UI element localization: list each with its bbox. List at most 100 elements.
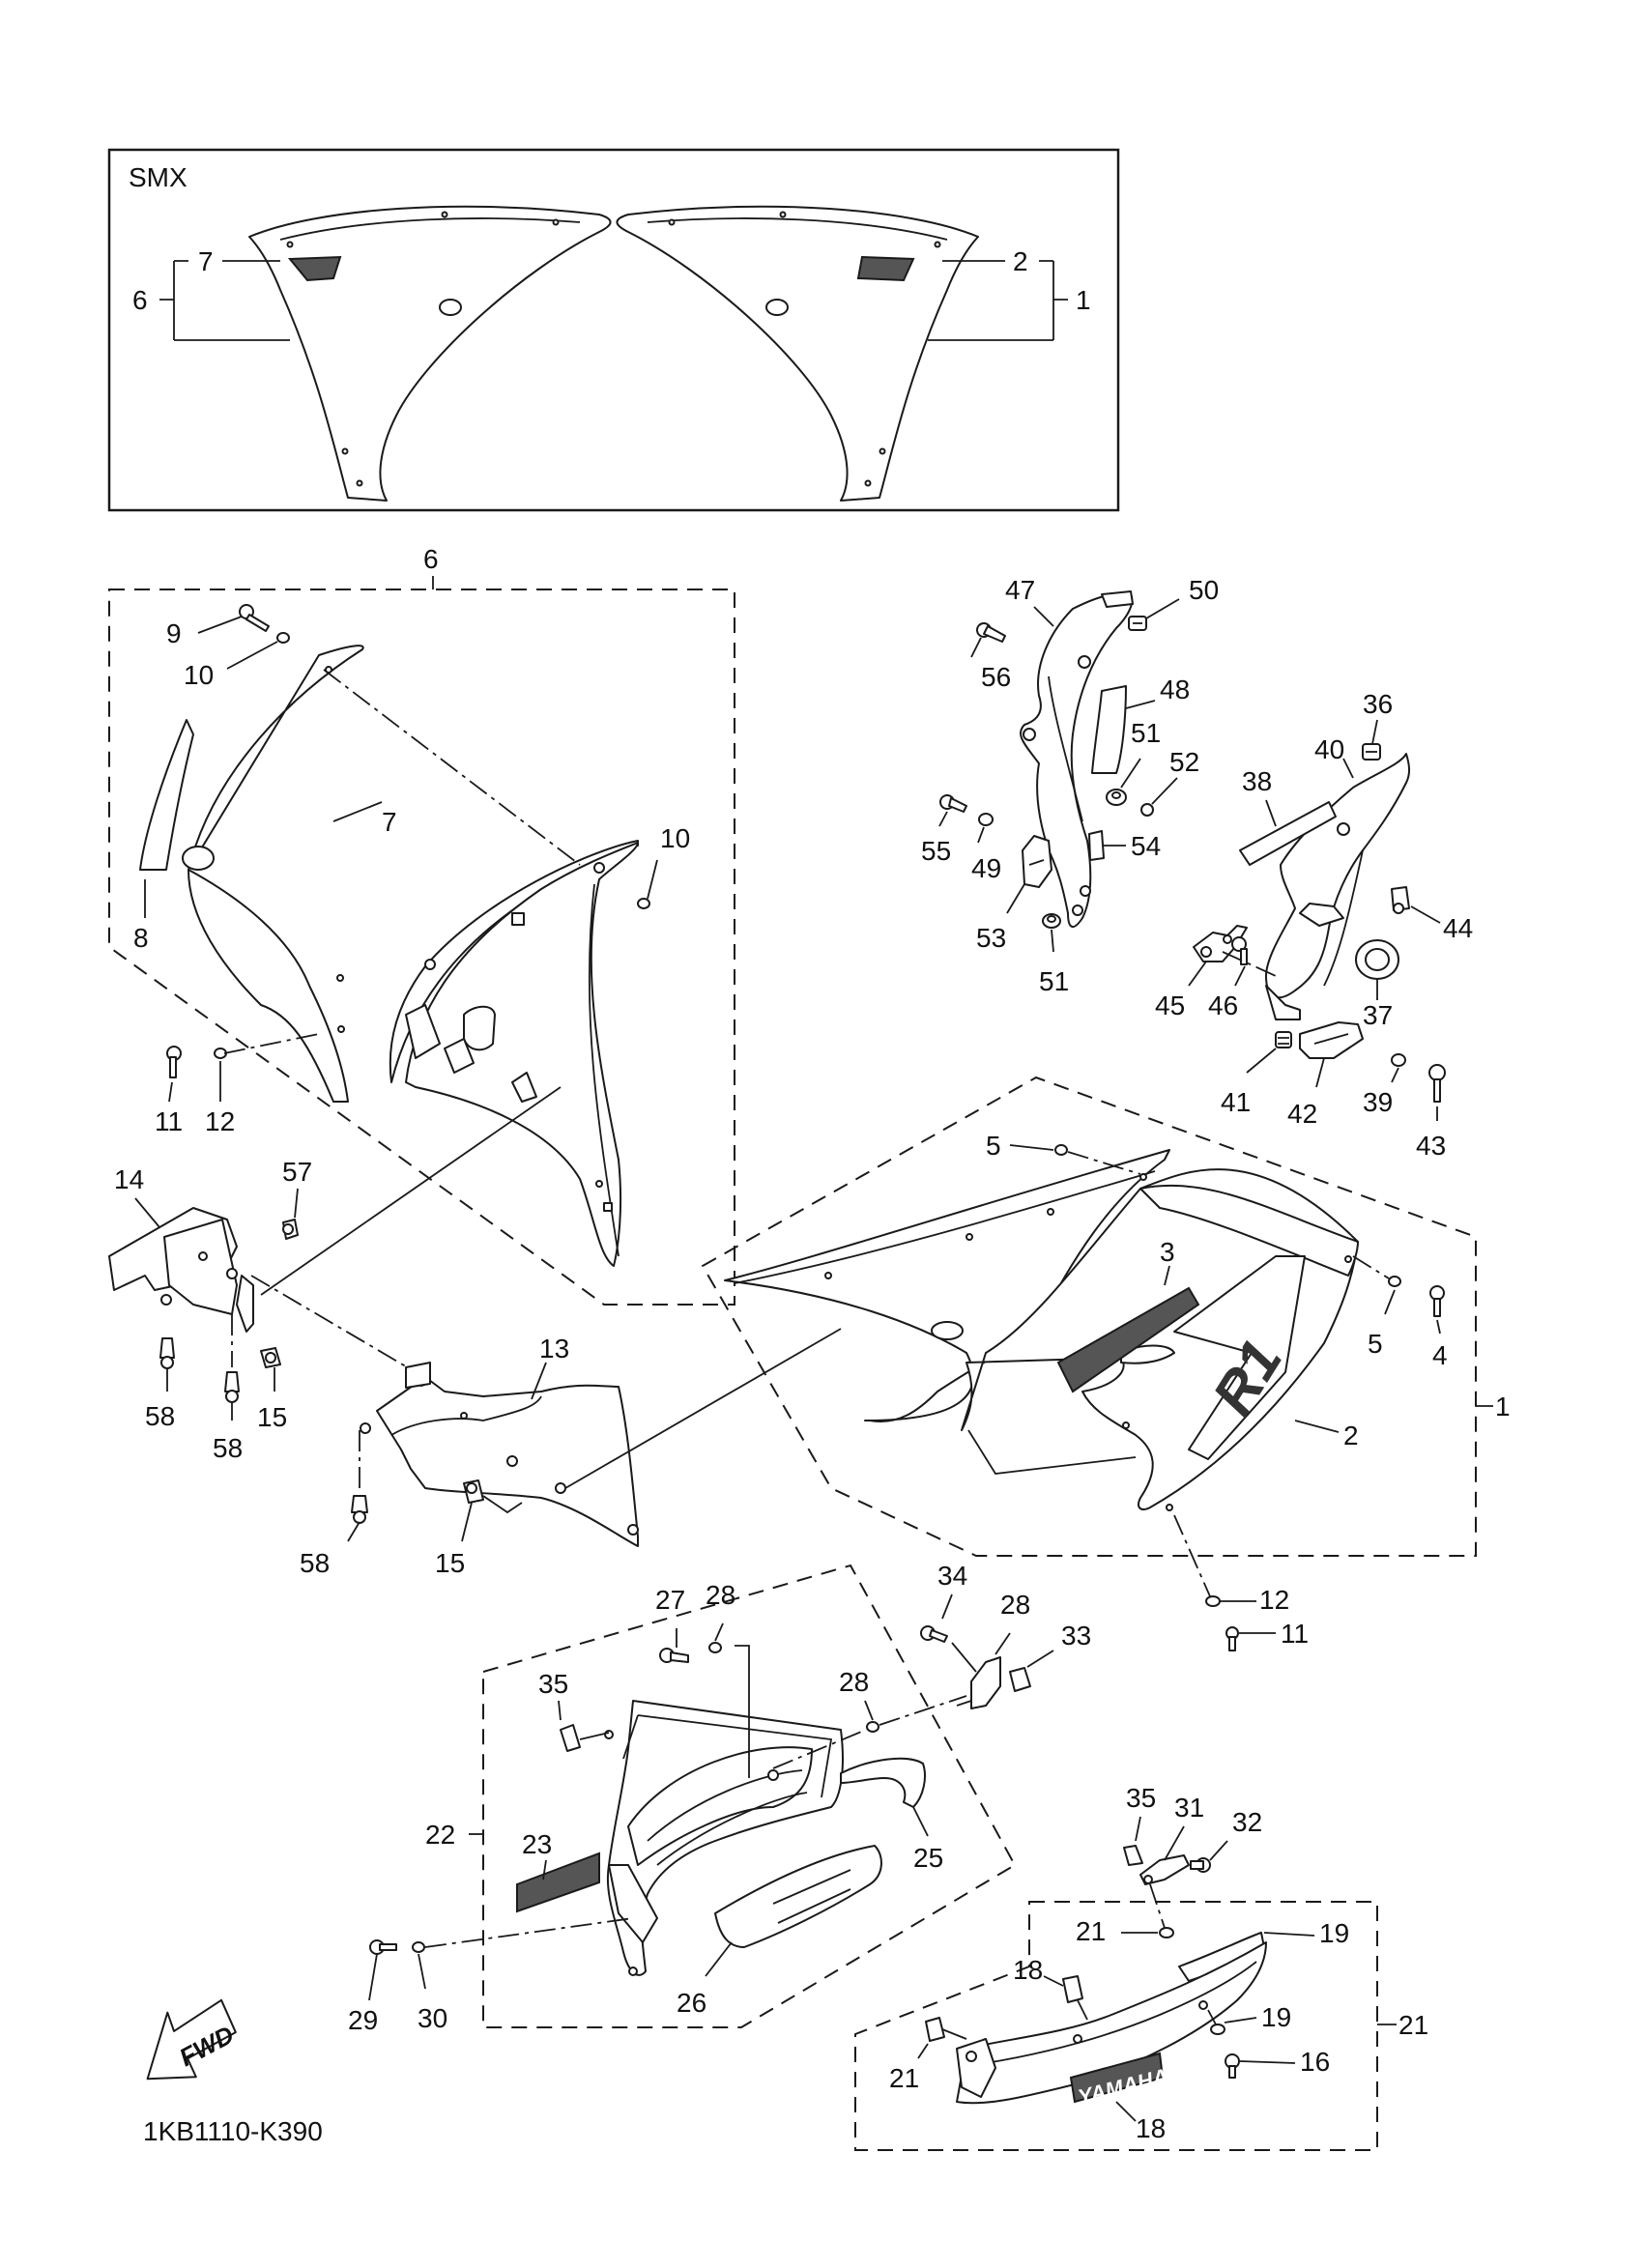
part-8-trim [139,719,194,871]
callout-46: 46 [1208,990,1238,1020]
part-51-grommet-a [1106,789,1127,806]
callout-22: 22 [425,1820,455,1850]
callout-41: 41 [1221,1087,1251,1117]
callout-25: 25 [913,1843,943,1873]
part-50-nut [1128,616,1147,631]
smx-inset-frame [107,148,1120,512]
part-36-stay [1265,753,1410,1020]
part-27-bolt [659,1648,689,1663]
part-11-screw-b [1225,1626,1239,1651]
callout-12: 12 [205,1106,235,1136]
part-34-bolt [920,1625,948,1643]
part-37-grommet [1355,939,1399,980]
part-28-washer-b [866,1721,879,1733]
inset-left-r1-decal [287,255,342,282]
callout-56: 56 [981,662,1011,692]
callout-42: 42 [1287,1099,1317,1129]
callout-1-group: 1 [1495,1392,1511,1421]
part-6-cowling-edge [389,840,639,1083]
part-5-washer-b [1388,1276,1401,1287]
part-42-clip [1299,1021,1364,1059]
group-22-boundary [482,1564,1017,2028]
callout-11-b: 11 [1281,1619,1309,1649]
callout-20: 16 [1300,2047,1330,2077]
part-12-washer-b [1205,1595,1221,1607]
callout-38: 38 [1242,766,1272,796]
callout-5-b: 5 [1368,1329,1383,1359]
callout-29: 29 [348,2005,378,2035]
part-3-decal [1056,1286,1200,1393]
part-9-screw [239,604,270,632]
drawing-code: 1KB1110-K390 [143,2116,323,2146]
callout-21-b: 19 [1261,2002,1291,2032]
callout-24: 35 [538,1669,568,1699]
callout-18-b: 21 [889,2063,919,2093]
callout-28-b: 28 [839,1667,869,1697]
callout-13: 13 [539,1334,569,1364]
part-39-collar [1391,1053,1406,1067]
part-48-pad [1091,685,1127,774]
callout-52: 52 [1169,747,1199,777]
callout-1: 1 [1076,285,1091,315]
part-58-rivet-c [351,1495,368,1524]
callout-40: 36 [1363,689,1393,719]
inset-right-cowling [616,205,979,502]
callout-49: 49 [971,853,1001,883]
callout-5-a: 5 [986,1131,1001,1161]
smx-label: SMX [129,162,187,192]
callout-15-a: 15 [257,1402,287,1432]
callout-21-a: 21 [1076,1916,1106,1946]
part-18-nut-b [925,2017,945,2042]
group-1-boundary [701,1076,1477,1557]
callout-3: 3 [1160,1237,1175,1267]
part-14-bracket [108,1207,254,1333]
callout-54: 54 [1131,831,1161,861]
part-24-nut [560,1724,581,1752]
callout-8: 8 [133,923,149,953]
callout-15-b: 15 [435,1548,465,1578]
callout-10-b: 10 [660,823,690,853]
callout-7-label: 7 [382,807,397,837]
part-2-r1-decal [1173,1255,1306,1460]
part-56-bolt [976,622,1006,643]
callout-35-a: 33 [1061,1621,1091,1651]
callout-10: 10 [184,660,214,690]
part-29-bolt [369,1939,397,1955]
callout-36: 40 [1314,734,1344,764]
callout-51-b: 51 [1039,966,1069,996]
part-21-washer-a [1159,1927,1174,1938]
part-33-bracket [970,1656,1001,1709]
part-4-screw [1429,1285,1445,1317]
part-11-screw [166,1046,182,1078]
part-7-decal [187,645,364,1103]
callout-4: 4 [1432,1340,1448,1370]
callout-51-a: 51 [1131,718,1161,748]
part-49-collar [978,813,994,826]
callout-12-b: 12 [1259,1585,1289,1615]
group-16-boundary [854,1901,1378,2151]
callout-48: 48 [1160,675,1190,704]
callout-33: 28 [1000,1590,1030,1620]
callout-31: 31 [1174,1793,1204,1823]
part-38-damper [1239,801,1337,866]
callout-58-a: 58 [145,1401,175,1431]
part-5-washer-a [1054,1144,1068,1156]
callout-19: 19 [1319,1918,1349,1948]
callout-14: 14 [114,1164,144,1194]
part-32-bolt [1190,1857,1211,1873]
callout-23: 23 [522,1829,552,1859]
inset-right-r1-decal [856,255,915,282]
inset-left-cowling [248,205,612,502]
part-25-cover [840,1757,926,1808]
callout-16: 21 [1398,2010,1428,2040]
part-43-bolt [1428,1064,1446,1103]
callout-2: 2 [1013,246,1028,276]
callout-7: 7 [198,246,214,276]
callout-45: 45 [1155,990,1185,1020]
callout-43: 43 [1416,1131,1446,1161]
part-55-bolt [939,794,967,813]
part-45-plate [1193,925,1248,962]
callout-37: 37 [1363,1000,1393,1030]
group-6-boundary [108,589,735,1306]
